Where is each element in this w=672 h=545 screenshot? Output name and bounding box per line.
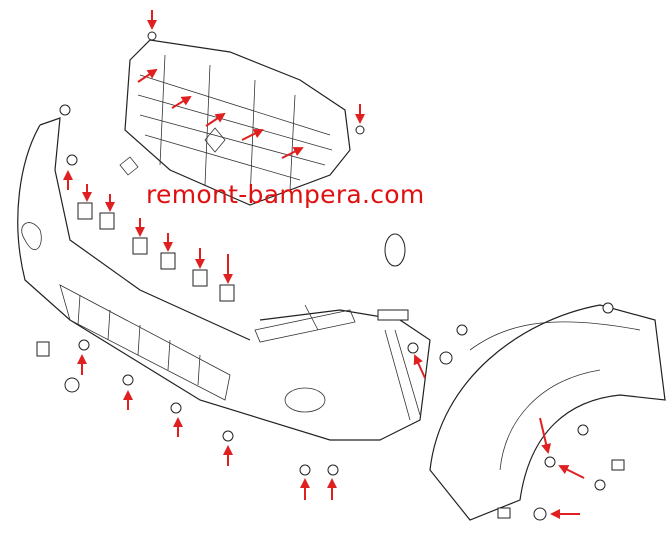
arrow — [137, 68, 158, 83]
radiator-grille — [119, 31, 365, 206]
fasteners — [36, 104, 468, 476]
arrow — [205, 112, 226, 127]
arrow — [539, 417, 552, 454]
fender-flare — [429, 302, 666, 521]
arrow — [171, 95, 192, 109]
fastener-arrows — [63, 10, 585, 519]
arrow — [413, 354, 426, 379]
front-bumper — [17, 117, 431, 441]
arrow — [558, 465, 585, 479]
watermark-text: remont-bampera.com — [146, 180, 425, 209]
arrow — [241, 129, 264, 141]
arrow — [281, 147, 304, 159]
